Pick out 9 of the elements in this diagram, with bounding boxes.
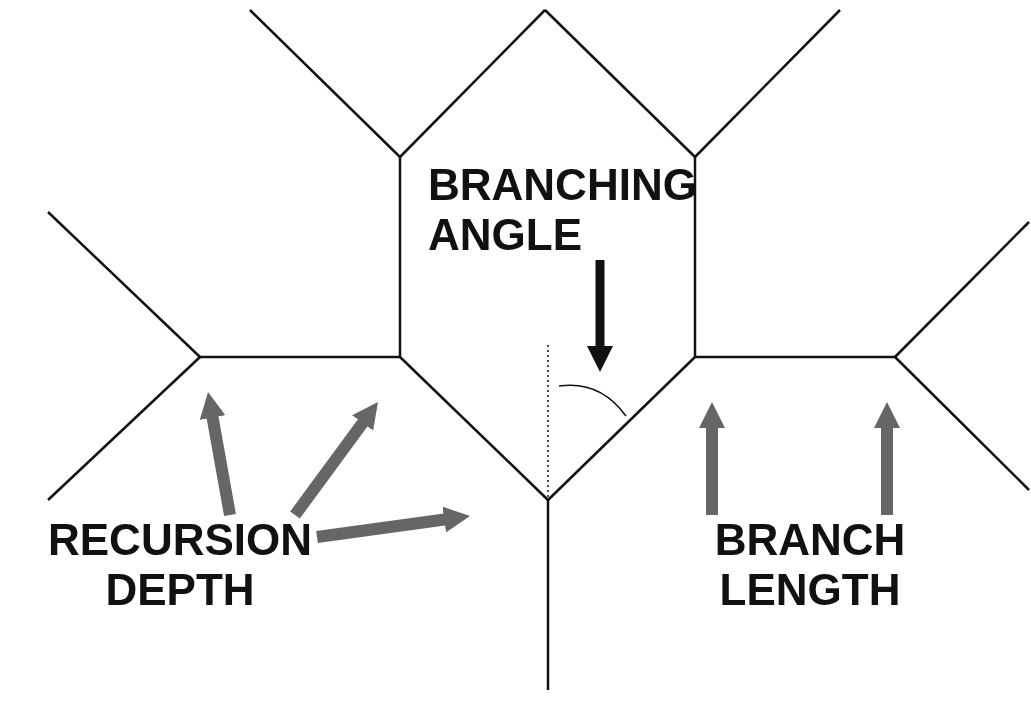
arrow — [316, 506, 470, 543]
arrow — [290, 402, 378, 519]
arrow — [587, 260, 613, 372]
annotation-label: RECURSION DEPTH — [5, 515, 355, 615]
arrow — [699, 402, 725, 515]
arrow — [199, 392, 236, 517]
annotation-label: BRANCHING ANGLE — [428, 160, 768, 260]
annotation-label: BRANCH LENGTH — [660, 515, 960, 615]
arrow — [874, 402, 900, 515]
